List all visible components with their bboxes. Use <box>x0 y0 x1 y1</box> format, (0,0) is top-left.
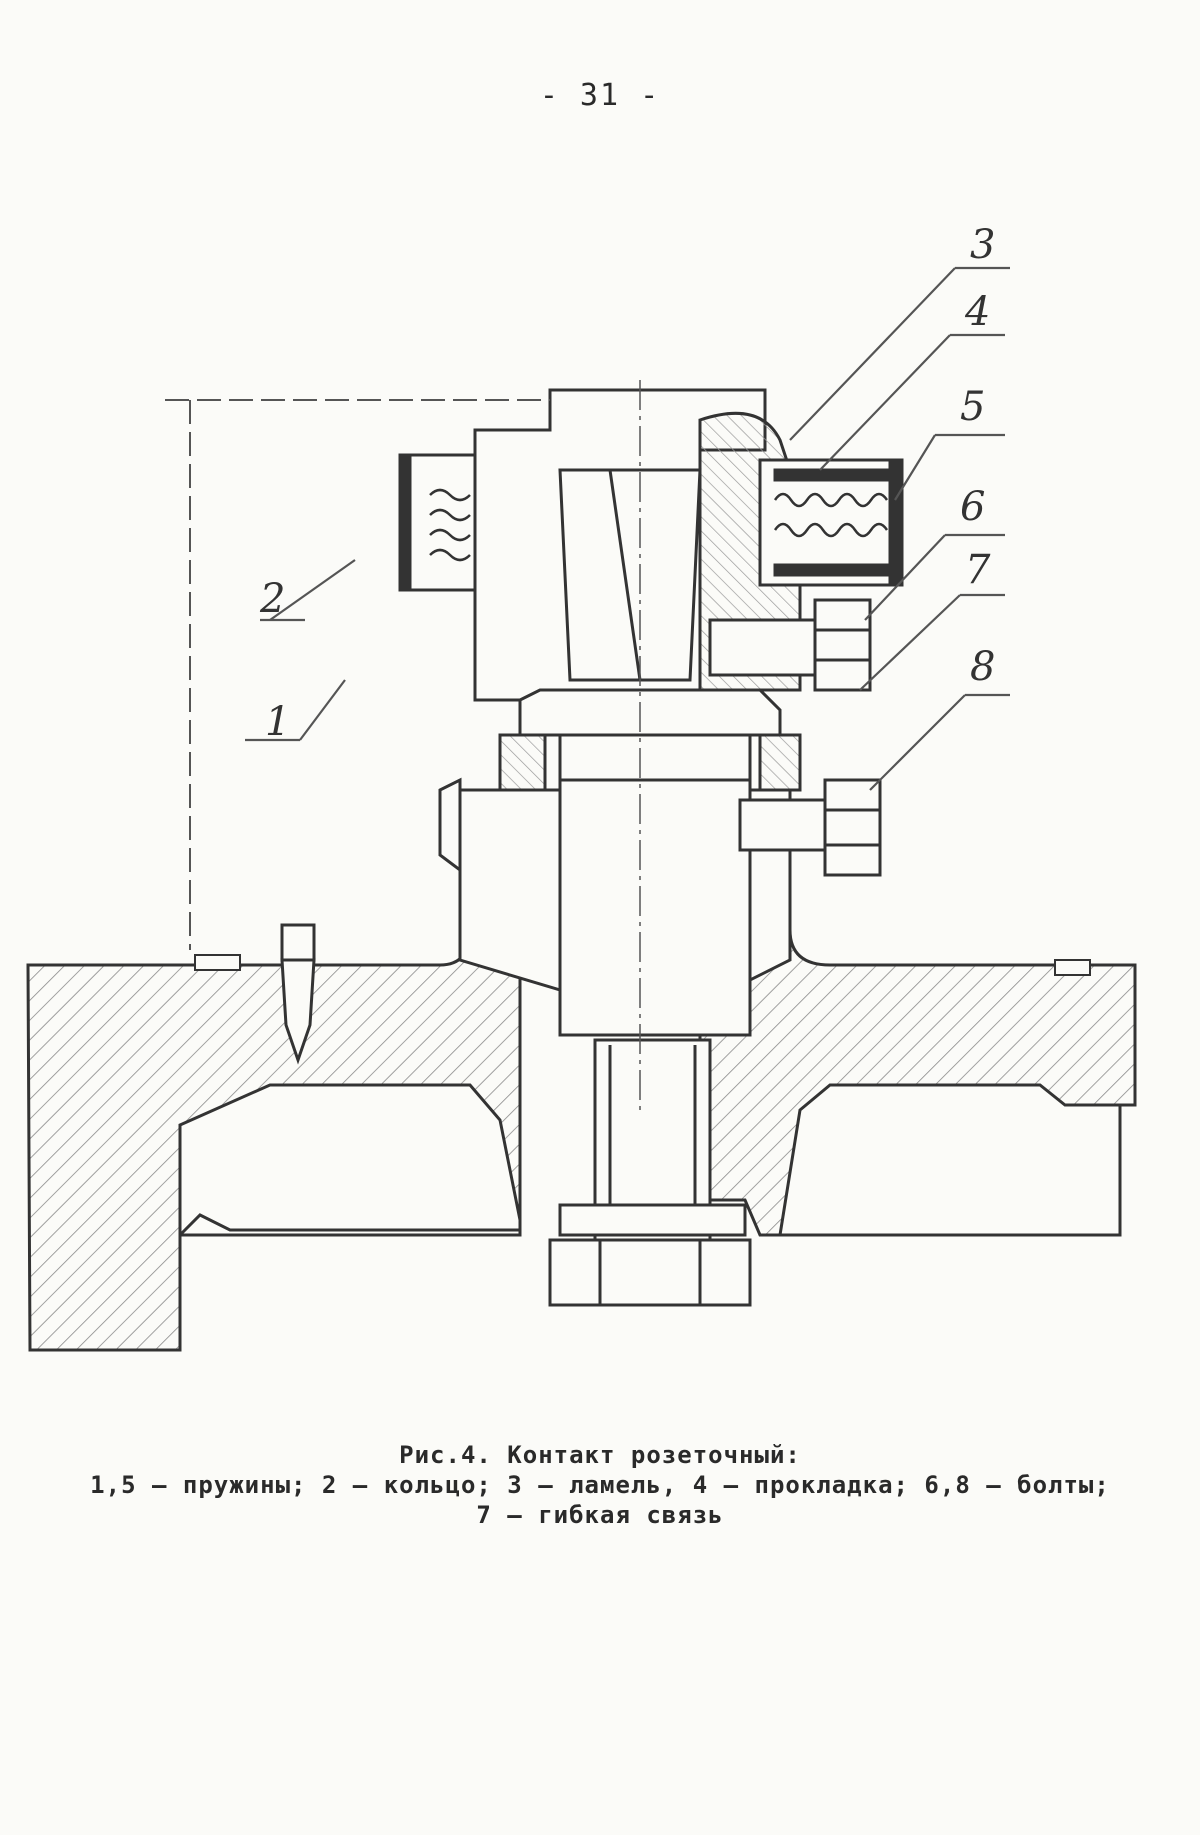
bolt-8 <box>738 778 882 877</box>
caption-line-2: 1,5 – пружины; 2 – кольцо; 3 – ламель, 4… <box>90 1471 1110 1499</box>
figure-caption: Рис.4. Контакт розеточный: 1,5 – пружины… <box>0 1440 1200 1530</box>
caption-title: Рис.4. Контакт розеточный: <box>399 1441 801 1469</box>
caption-line-3: 7 – гибкая связь <box>476 1501 724 1529</box>
callout-3: 3 <box>970 222 995 268</box>
callout-5: 5 <box>960 384 985 430</box>
callout-6: 6 <box>960 484 985 530</box>
bolt-6 <box>708 598 872 692</box>
contact-body <box>458 698 792 1037</box>
dimension-line <box>165 399 550 950</box>
callout-1: 1 <box>265 699 290 745</box>
page-number: - 31 - <box>539 78 661 113</box>
right-spring <box>758 458 904 587</box>
base-cavity <box>178 1083 1122 1237</box>
callout-4: 4 <box>964 289 990 335</box>
callout-7: 7 <box>965 547 991 593</box>
leader-lines <box>245 266 1010 791</box>
callout-2: 2 <box>259 576 285 622</box>
upper-assembly <box>473 388 802 792</box>
callout-numbers: 3 4 5 6 7 8 2 1 <box>259 222 995 745</box>
left-spring <box>398 453 477 592</box>
callout-8: 8 <box>970 644 995 690</box>
central-stem <box>548 1038 752 1307</box>
grease-nipple <box>280 923 316 1065</box>
